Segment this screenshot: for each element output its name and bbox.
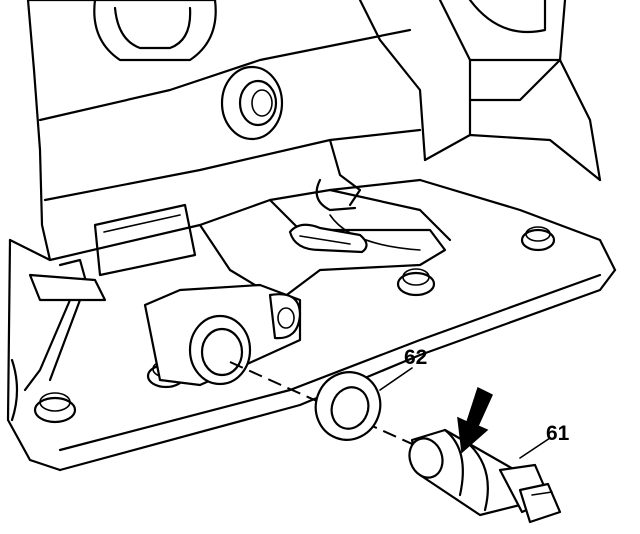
bolt-2 (396, 268, 436, 297)
bolt-1 (520, 226, 556, 252)
down-arrow-icon (457, 386, 493, 454)
upper-housing (26, 0, 602, 262)
washer-62 (314, 371, 382, 441)
leader-62 (379, 367, 413, 391)
detent-slot (288, 223, 368, 254)
sensor-pad (93, 203, 197, 277)
leader-61 (519, 437, 551, 459)
callout-61: 61 (546, 422, 570, 445)
valve-body (6, 178, 617, 472)
wiring-connector (10, 258, 107, 422)
plug-61 (408, 428, 562, 524)
upper-boss (220, 65, 284, 141)
callout-62: 62 (404, 346, 428, 369)
bolt-4 (33, 392, 77, 424)
plug-bore-housing (143, 283, 302, 387)
leader-lines (379, 367, 551, 459)
